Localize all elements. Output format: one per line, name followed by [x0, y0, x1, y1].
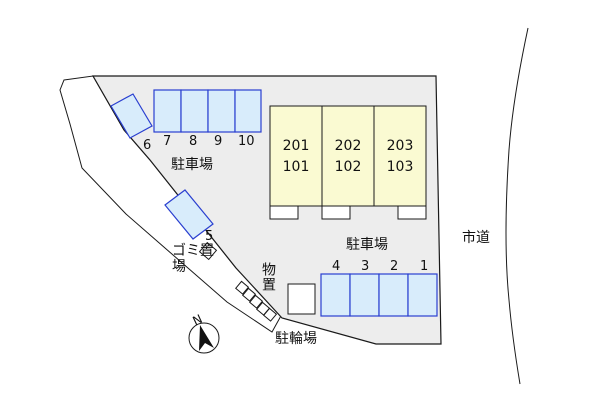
porch-3	[397, 205, 427, 220]
building-unit-3	[373, 105, 427, 207]
parking-south-label: 駐車場	[346, 237, 388, 253]
porch-2	[321, 205, 351, 220]
compass-needle-icon	[199, 325, 214, 351]
unit-203: 203	[386, 138, 414, 154]
bicycle-parking	[287, 283, 316, 315]
parking-space-6	[110, 93, 153, 139]
unit-201: 201	[282, 138, 310, 154]
parking-space-4	[320, 273, 351, 317]
porch-1	[269, 205, 299, 220]
space-number-1: 1	[420, 259, 429, 274]
space-number-3: 3	[361, 259, 370, 274]
parking-space-1	[407, 273, 438, 317]
parking-space-2	[378, 273, 409, 317]
space-number-9: 9	[214, 134, 223, 149]
garbage-area	[198, 241, 218, 261]
compass	[188, 322, 220, 354]
parking-space-9	[207, 89, 236, 133]
parking-space-3	[349, 273, 380, 317]
space-number-6: 6	[143, 138, 152, 153]
unit-102: 102	[334, 159, 362, 175]
storage-label: 物置	[260, 262, 276, 292]
parking-space-8	[180, 89, 209, 133]
parking-west-label: 駐車場	[171, 157, 213, 173]
building-unit-1	[269, 105, 323, 207]
unit-101: 101	[282, 159, 310, 175]
space-number-10: 10	[238, 134, 255, 149]
bicycle-parking-label: 駐輪場	[275, 331, 317, 347]
road-edge-west	[505, 27, 529, 385]
space-number-8: 8	[189, 134, 198, 149]
parking-space-7	[153, 89, 182, 133]
space-number-5: 5	[205, 229, 214, 244]
parking-space-10	[234, 89, 262, 133]
unit-202: 202	[334, 138, 362, 154]
garbage-label: ゴミ置場	[172, 243, 214, 275]
space-number-7: 7	[163, 134, 172, 149]
road-label: 市道	[462, 230, 490, 246]
unit-103: 103	[386, 159, 414, 175]
space-number-2: 2	[390, 259, 399, 274]
storage-sheds	[235, 280, 278, 322]
space-number-4: 4	[332, 259, 341, 274]
parking-space-5	[164, 189, 214, 240]
building-unit-2	[321, 105, 375, 207]
